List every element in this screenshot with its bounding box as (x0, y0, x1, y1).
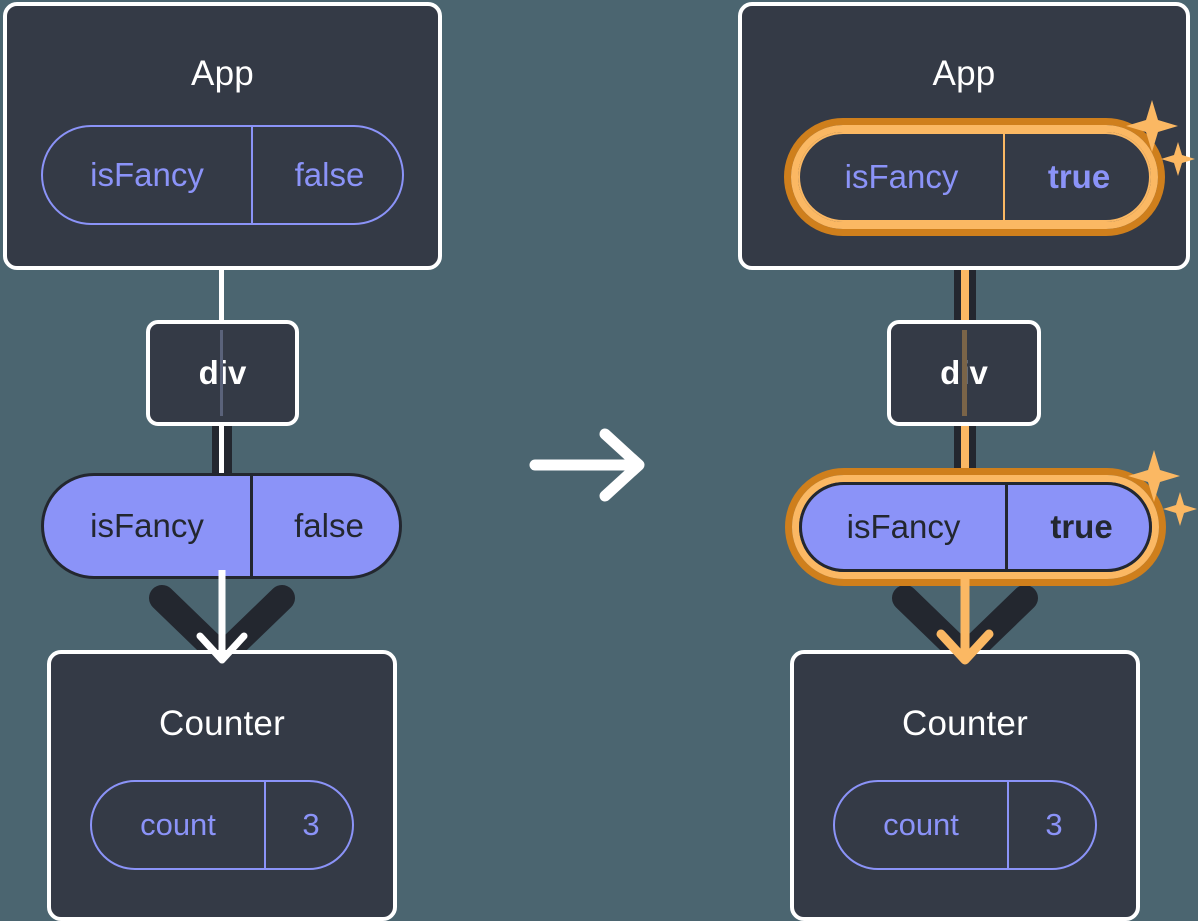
app-state-highlight-inner-ring (791, 125, 1158, 229)
div-passthrough-line (962, 330, 967, 416)
app-title: App (932, 54, 996, 93)
connector-app-to-div (219, 266, 224, 324)
props-key: isFancy (846, 508, 961, 545)
props-highlight-outer-ring (785, 468, 1166, 586)
div-passthrough-line (220, 330, 223, 416)
counter-state-value: 3 (1007, 782, 1099, 868)
connector-div-to-props-highlight (961, 424, 969, 482)
app-state-key: isFancy (844, 158, 959, 195)
props-flow-arrow-highlight (936, 570, 994, 665)
counter-state-pill: count 3 (833, 780, 1097, 870)
connector-app-to-div-highlight (961, 252, 969, 324)
props-pill: isFancy false (41, 473, 402, 579)
app-state-value: true (1003, 134, 1153, 220)
props-sparkle-icon (1128, 450, 1197, 526)
counter-title: Counter (902, 704, 1028, 743)
app-state-pill: isFancy false (41, 125, 404, 225)
app-title: App (191, 54, 254, 93)
props-key: isFancy (90, 507, 204, 544)
props-value: true (1005, 485, 1155, 569)
props-flow-arrow-white (196, 570, 248, 664)
app-state-pill: isFancy true (798, 132, 1151, 222)
counter-state-key: count (883, 807, 959, 842)
connector-div-to-props-center (219, 424, 224, 482)
app-state-sparkle-icon (1126, 100, 1195, 176)
props-value: false (250, 476, 405, 576)
counter-state-pill: count 3 (90, 780, 354, 870)
counter-state-key: count (140, 807, 216, 842)
props-pill: isFancy true (799, 482, 1152, 572)
transition-arrow-icon (529, 428, 645, 502)
before-state-diagram: App isFancy false div isFancy false (3, 2, 442, 921)
app-state-highlight-outer-ring (784, 118, 1165, 236)
after-state-diagram: App isFancy true div isFancy true (599, 0, 1198, 921)
app-state-key: isFancy (90, 156, 204, 193)
app-state-value: false (251, 127, 406, 223)
counter-state-value: 3 (264, 782, 356, 868)
counter-title: Counter (159, 704, 285, 743)
props-highlight-inner-ring (792, 475, 1159, 579)
